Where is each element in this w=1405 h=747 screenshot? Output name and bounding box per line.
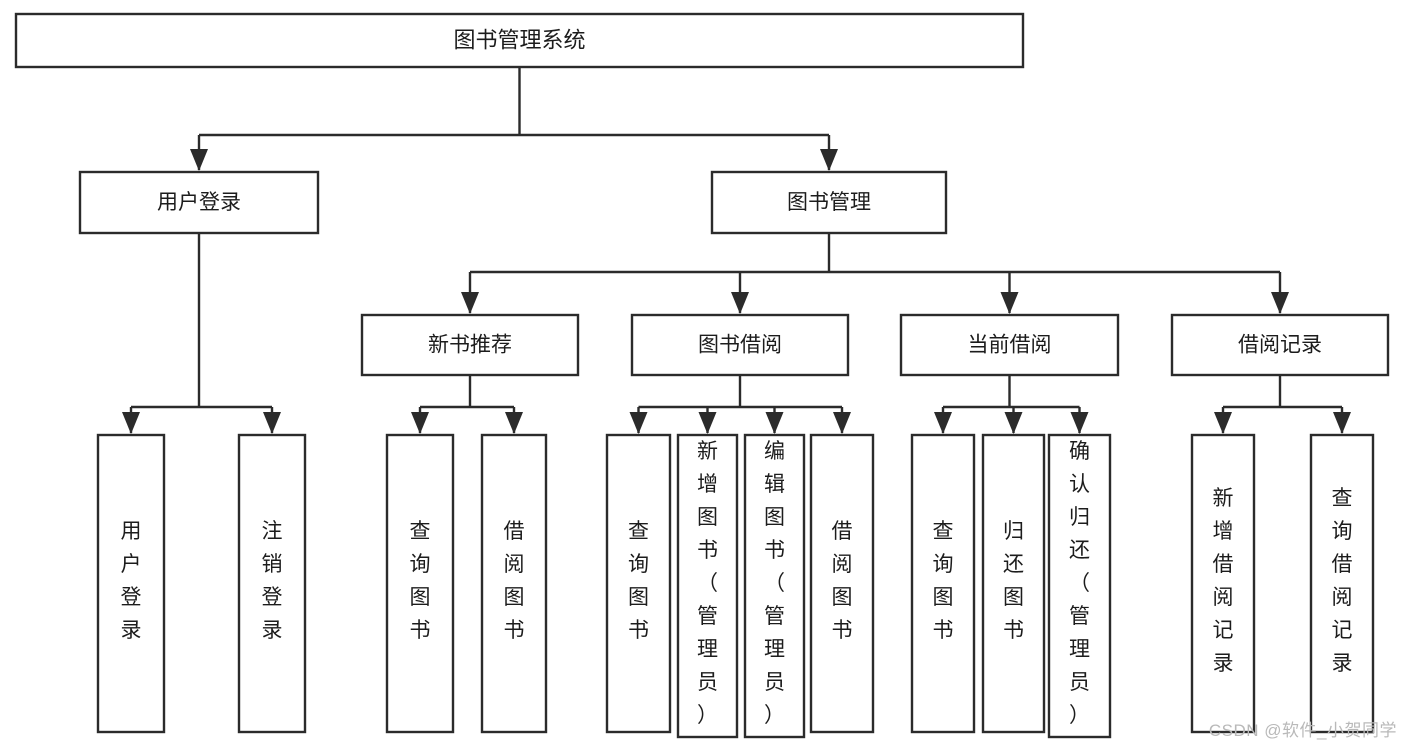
arrow-head-icon xyxy=(411,412,429,434)
node-label: 新书推荐 xyxy=(428,334,512,357)
node-leaf-borrow-book-2[interactable]: 借阅图书 xyxy=(809,433,875,734)
node-label: 用户登录 xyxy=(157,191,241,214)
node-label: 当前借阅 xyxy=(968,334,1052,357)
node-leaf-edit-book[interactable]: 编辑图书（管理员） xyxy=(743,433,806,739)
arrow-head-icon xyxy=(765,412,784,434)
connector-lines xyxy=(122,67,1351,434)
node-label: 查询借阅记录 xyxy=(1332,487,1353,675)
arrow-head-icon xyxy=(505,412,523,434)
arrow-head-icon xyxy=(698,412,717,434)
node-book-manage[interactable]: 图书管理 xyxy=(710,170,948,235)
arrow-head-icon xyxy=(629,412,648,434)
arrow-head-icon xyxy=(461,292,479,314)
node-label: 借阅图书 xyxy=(504,520,525,642)
node-leaf-add-record[interactable]: 新增借阅记录 xyxy=(1190,433,1256,734)
arrow-head-icon xyxy=(1214,412,1232,434)
node-leaf-confirm-return[interactable]: 确认归还（管理员） xyxy=(1047,433,1112,739)
arrow-head-icon xyxy=(1004,412,1023,434)
node-book-borrow[interactable]: 图书借阅 xyxy=(630,313,850,377)
arrow-head-icon xyxy=(1000,292,1019,314)
node-label: 图书借阅 xyxy=(698,334,782,357)
node-leaf-query-record[interactable]: 查询借阅记录 xyxy=(1309,433,1375,734)
node-label: 图书管理系统 xyxy=(453,27,585,52)
arrow-head-icon xyxy=(820,149,838,171)
node-label: 用户登录 xyxy=(121,520,142,642)
node-label: 归还图书 xyxy=(1003,520,1024,642)
arrow-head-icon xyxy=(190,149,208,171)
arrow-head-icon xyxy=(1333,412,1351,434)
node-label: 借阅记录 xyxy=(1238,334,1322,357)
node-label: 查询图书 xyxy=(410,520,431,642)
node-leaf-query-book-3[interactable]: 查询图书 xyxy=(910,433,976,734)
arrow-head-icon xyxy=(934,412,952,434)
arrow-head-icon xyxy=(1070,412,1089,434)
node-leaf-add-book[interactable]: 新增图书（管理员） xyxy=(676,433,739,739)
node-label: 新增借阅记录 xyxy=(1213,487,1234,675)
node-label: 借阅图书 xyxy=(832,520,853,642)
root-node-book-management-system[interactable]: 图书管理系统 xyxy=(14,12,1025,69)
node-borrow-record[interactable]: 借阅记录 xyxy=(1170,313,1390,377)
node-leaf-return-book[interactable]: 归还图书 xyxy=(981,433,1046,734)
node-leaf-borrow-book-1[interactable]: 借阅图书 xyxy=(480,433,548,734)
arrow-head-icon xyxy=(263,412,281,434)
arrow-head-icon xyxy=(1271,292,1289,314)
node-leaf-user-logout[interactable]: 注销登录 xyxy=(237,433,307,734)
watermark-text: CSDN @软件_小贺同学 xyxy=(1208,721,1397,740)
node-label: 注销登录 xyxy=(262,520,283,642)
node-leaf-query-book-2[interactable]: 查询图书 xyxy=(605,433,672,734)
node-boxes: 图书管理系统用户登录图书管理新书推荐图书借阅当前借阅借阅记录用户登录注销登录查询… xyxy=(14,12,1390,739)
node-user-login[interactable]: 用户登录 xyxy=(78,170,320,235)
node-label: 图书管理 xyxy=(787,191,871,214)
arrow-head-icon xyxy=(122,412,140,434)
node-label: 查询图书 xyxy=(933,520,954,642)
node-new-book-recommend[interactable]: 新书推荐 xyxy=(360,313,580,377)
node-label: 确认归还（管理员） xyxy=(1069,440,1090,727)
node-leaf-query-book-1[interactable]: 查询图书 xyxy=(385,433,455,734)
node-label: 编辑图书（管理员） xyxy=(764,440,785,727)
arrow-head-icon xyxy=(731,292,749,314)
node-label: 新增图书（管理员） xyxy=(697,440,718,727)
node-current-borrow[interactable]: 当前借阅 xyxy=(899,313,1120,377)
node-label: 查询图书 xyxy=(628,520,649,642)
arrow-head-icon xyxy=(833,412,851,434)
node-leaf-user-login[interactable]: 用户登录 xyxy=(96,433,166,734)
